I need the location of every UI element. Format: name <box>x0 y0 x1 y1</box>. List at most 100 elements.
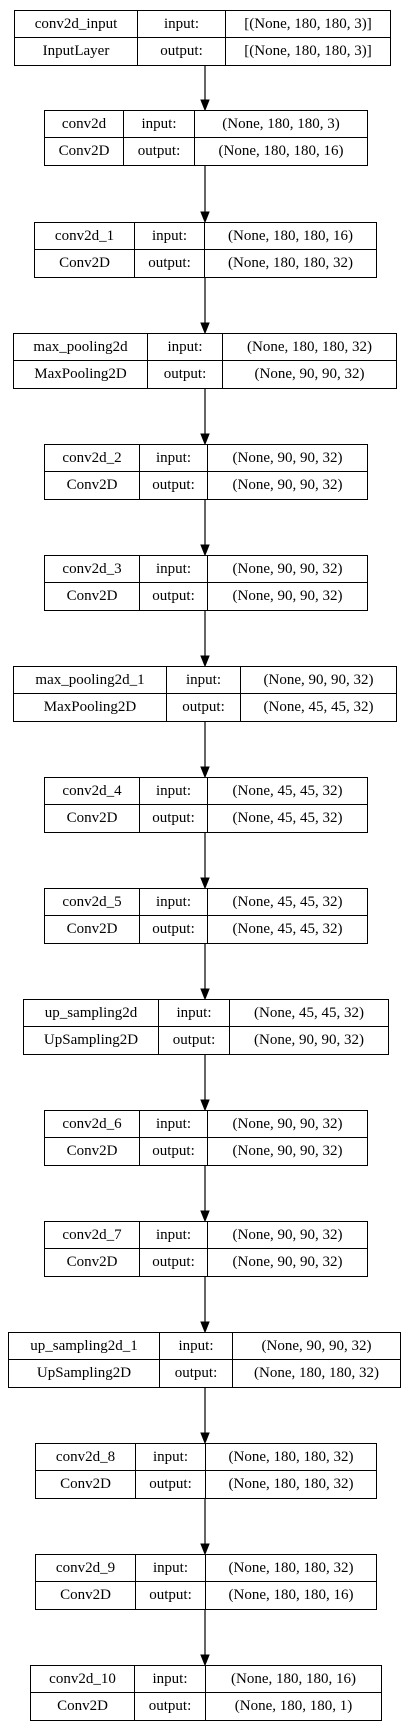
output-shape: [(None, 180, 180, 3)] <box>244 43 372 59</box>
input-shape: (None, 90, 90, 32) <box>208 556 367 583</box>
input-label: input: <box>167 667 241 694</box>
arrowhead-icon <box>200 1543 210 1556</box>
layer-name: max_pooling2d <box>14 334 148 361</box>
layer-name: conv2d_1 <box>35 223 135 250</box>
output-label: output: <box>135 1693 206 1720</box>
arrowhead-icon <box>200 1210 210 1223</box>
output-label: output: <box>160 1360 233 1387</box>
layer-name: up_sampling2d_1 <box>9 1333 160 1360</box>
layer-type: Conv2D <box>45 138 124 165</box>
input-label: input: <box>135 1666 206 1693</box>
layer-name: conv2d <box>45 111 124 138</box>
input-label: input: <box>136 1444 206 1471</box>
layer-name: conv2d_4 <box>45 778 140 805</box>
arrowhead-icon <box>200 1321 210 1334</box>
input-label: input: <box>140 556 208 583</box>
input-label: input: <box>140 778 208 805</box>
output-label: output: <box>124 138 195 165</box>
output-shape: (None, 180, 180, 16) <box>228 1587 354 1603</box>
input-label: input: <box>140 1111 208 1138</box>
layer-name: conv2d_9 <box>36 1555 136 1582</box>
output-shape: (None, 90, 90, 32) <box>254 366 365 382</box>
arrowhead-icon <box>200 99 210 112</box>
arrowhead-icon <box>200 1432 210 1445</box>
output-label: output: <box>159 1027 230 1054</box>
output-shape: (None, 180, 180, 32) <box>254 1365 379 1381</box>
input-label: input: <box>140 445 208 472</box>
layer-name: max_pooling2d_1 <box>14 667 167 694</box>
output-label: output: <box>140 805 208 832</box>
layer-type: Conv2D <box>45 916 140 943</box>
layer-type: UpSampling2D <box>24 1027 159 1054</box>
layer-name: conv2d_10 <box>31 1666 135 1693</box>
input-shape: (None, 180, 180, 16) <box>206 1666 381 1693</box>
input-shape: (None, 90, 90, 32) <box>208 445 367 472</box>
arrowhead-icon <box>200 655 210 668</box>
output-shape: (None, 90, 90, 32) <box>232 477 343 493</box>
arrowhead-icon <box>200 766 210 779</box>
arrowhead-icon <box>200 1099 210 1112</box>
input-shape: (None, 90, 90, 32) <box>241 667 396 694</box>
input-label: input: <box>160 1333 233 1360</box>
layer-type: Conv2D <box>36 1582 136 1609</box>
layer-type: InputLayer <box>15 38 138 65</box>
layer-type: Conv2D <box>45 472 140 499</box>
output-shape: (None, 180, 180, 32) <box>228 1476 354 1492</box>
layer-type: UpSampling2D <box>9 1360 160 1387</box>
output-label: output: <box>135 250 205 277</box>
output-shape: (None, 90, 90, 32) <box>232 1254 343 1270</box>
input-label: input: <box>124 111 195 138</box>
output-shape: (None, 180, 180, 32) <box>228 255 353 271</box>
input-label: input: <box>138 11 226 38</box>
input-shape: (None, 45, 45, 32) <box>208 778 367 805</box>
input-shape: [(None, 180, 180, 3)] <box>226 11 390 38</box>
input-shape: (None, 180, 180, 16) <box>205 223 376 250</box>
input-shape: (None, 45, 45, 32) <box>230 1000 388 1027</box>
output-label: output: <box>140 1138 208 1165</box>
output-shape: (None, 180, 180, 16) <box>218 143 344 159</box>
output-label: output: <box>140 1249 208 1276</box>
input-shape: (None, 90, 90, 32) <box>208 1111 367 1138</box>
output-shape: (None, 90, 90, 32) <box>232 588 343 604</box>
layer-name: conv2d_8 <box>36 1444 136 1471</box>
output-shape: (None, 90, 90, 32) <box>232 1143 343 1159</box>
layer-name: conv2d_5 <box>45 889 140 916</box>
layer-name: up_sampling2d <box>24 1000 159 1027</box>
input-shape: (None, 180, 180, 32) <box>223 334 396 361</box>
input-label: input: <box>140 1222 208 1249</box>
arrowhead-icon <box>200 544 210 557</box>
input-label: input: <box>148 334 223 361</box>
input-shape: (None, 90, 90, 32) <box>208 1222 367 1249</box>
arrowhead-icon <box>200 1654 210 1667</box>
input-label: input: <box>135 223 205 250</box>
layer-name: conv2d_input <box>15 11 138 38</box>
output-shape: (None, 45, 45, 32) <box>263 699 374 715</box>
output-shape: (None, 90, 90, 32) <box>254 1032 364 1048</box>
output-label: output: <box>138 38 226 65</box>
output-shape: (None, 45, 45, 32) <box>232 810 343 826</box>
layer-name: conv2d_2 <box>45 445 140 472</box>
output-label: output: <box>140 916 208 943</box>
output-label: output: <box>140 583 208 610</box>
layer-type: Conv2D <box>45 1138 140 1165</box>
output-label: output: <box>140 472 208 499</box>
layer-type: Conv2D <box>45 583 140 610</box>
output-shape: (None, 45, 45, 32) <box>232 921 343 937</box>
layer-name: conv2d_3 <box>45 556 140 583</box>
input-shape: (None, 180, 180, 3) <box>195 111 367 138</box>
layer-type: Conv2D <box>45 805 140 832</box>
input-shape: (None, 180, 180, 32) <box>206 1555 376 1582</box>
arrowhead-icon <box>200 433 210 446</box>
